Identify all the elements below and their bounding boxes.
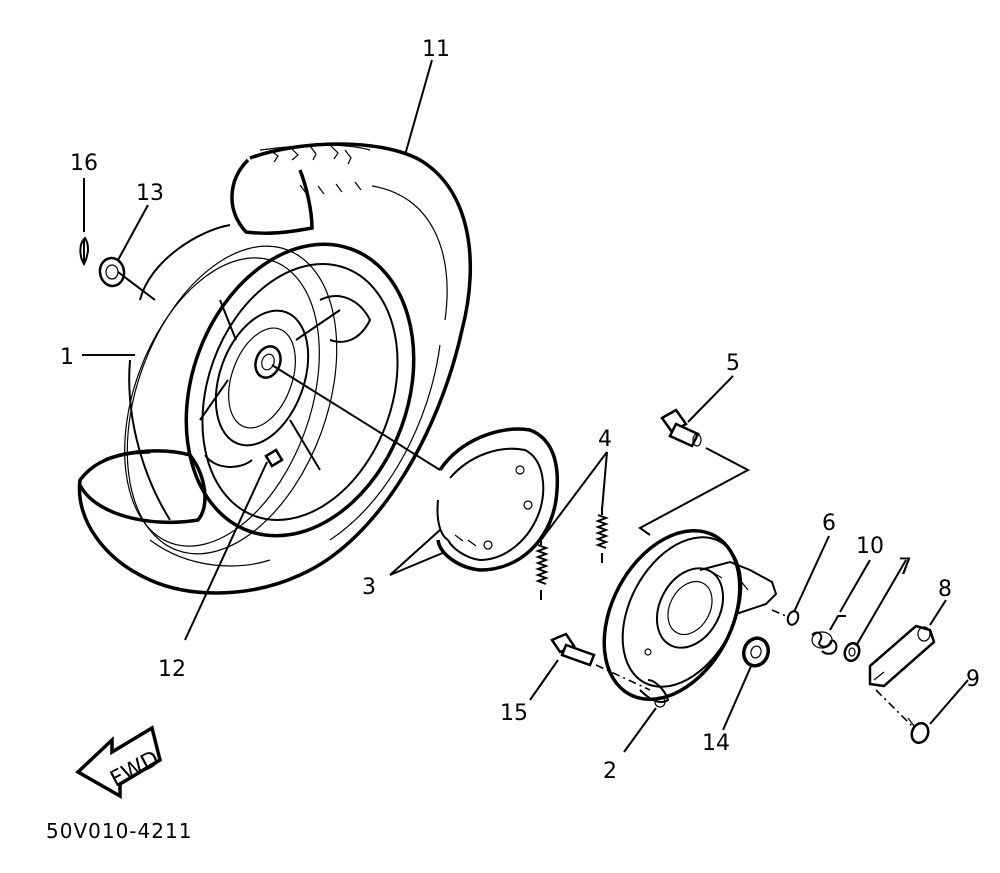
washer — [741, 636, 771, 668]
callout-14: 14 — [702, 731, 730, 756]
callout-10: 10 — [856, 534, 884, 559]
rim — [124, 224, 416, 555]
leader-lines — [82, 59, 969, 753]
callout-4: 4 — [598, 427, 612, 452]
callout-15: 15 — [500, 701, 528, 726]
camshaft-lever — [868, 624, 936, 688]
return-spring — [811, 615, 846, 655]
axle-nut — [98, 256, 126, 288]
callout-5: 5 — [726, 351, 740, 376]
hub — [199, 295, 372, 471]
callout-7: 7 — [898, 555, 912, 580]
callout-12: 12 — [158, 657, 186, 682]
tread-pattern — [269, 144, 362, 195]
cotter-pin — [79, 236, 89, 266]
indicator-plate — [843, 641, 861, 663]
callout-8: 8 — [938, 577, 952, 602]
lever-bolt — [907, 717, 930, 745]
callout-13: 13 — [136, 181, 164, 206]
assembly-lines — [271, 364, 915, 729]
forward-arrow-icon: FWD — [75, 725, 163, 800]
fwd-label: FWD — [106, 746, 163, 792]
o-ring — [786, 610, 800, 626]
callout-11: 11 — [422, 37, 450, 62]
callout-2: 2 — [603, 759, 617, 784]
callout-6: 6 — [822, 511, 836, 536]
callouts: 16 13 1 11 12 3 4 5 6 10 7 8 9 14 2 15 — [60, 37, 980, 784]
tire — [77, 142, 472, 595]
callout-3: 3 — [362, 575, 376, 600]
brake-shoes — [436, 427, 560, 572]
shoe-springs — [535, 507, 609, 600]
brake-camshaft — [660, 408, 702, 448]
callout-16: 16 — [70, 151, 98, 176]
diagram-code: 50V010-4211 — [46, 819, 192, 843]
bolt — [550, 632, 596, 667]
callout-9: 9 — [966, 667, 980, 692]
callout-1: 1 — [60, 345, 74, 370]
brake-shoe-plate — [602, 528, 778, 708]
